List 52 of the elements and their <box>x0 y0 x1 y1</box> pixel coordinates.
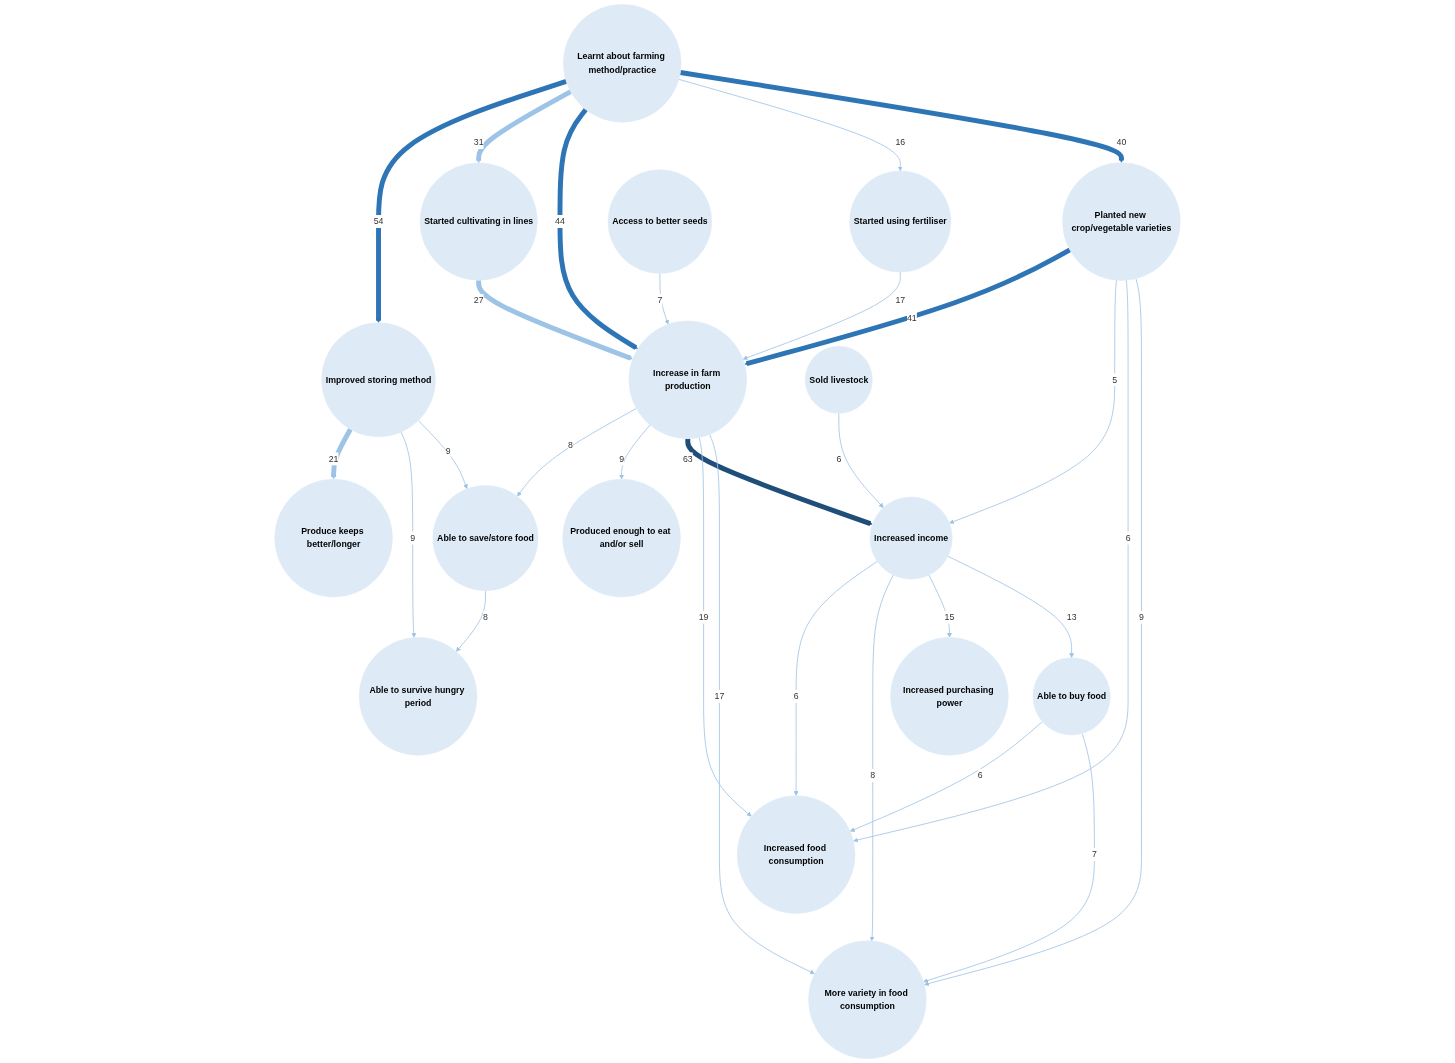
edge-label: 31 <box>473 137 484 147</box>
edge-label: 9 <box>410 533 416 543</box>
arrow <box>376 79 567 324</box>
edge-label: 5 <box>1112 374 1118 385</box>
arrow <box>557 108 638 350</box>
node-circle: Increased purchasing power <box>890 637 1009 756</box>
arrow <box>476 89 572 164</box>
edge-label: 6 <box>793 691 799 701</box>
edge-label: 63 <box>682 454 693 464</box>
arrow <box>331 428 353 480</box>
node-circle: Improved storing method <box>321 322 436 437</box>
edge-label: 9 <box>1139 612 1144 622</box>
edge-label: 8 <box>568 440 573 450</box>
node-circle: Started cultivating in lines <box>419 162 538 281</box>
node-circle: Able to buy food <box>1032 657 1111 736</box>
edge-label: 19 <box>698 612 709 622</box>
edge-label: 16 <box>895 137 906 147</box>
edge-label: 9 <box>445 446 451 456</box>
edge-label: 7 <box>1091 849 1097 859</box>
edge-label: 8 <box>483 612 488 622</box>
node-circle: More variety in food consumption <box>808 940 927 1059</box>
arrow <box>680 70 1124 163</box>
edge-label: 6 <box>977 770 983 780</box>
edge-label: 6 <box>1125 533 1131 543</box>
node-circle: Able to save/store food <box>432 485 539 591</box>
edge-label: 15 <box>944 612 955 622</box>
node-circle: Produced enough to eat and/or sell <box>562 478 681 598</box>
node-circle: Planted new crop/vegetable varieties <box>1062 162 1181 281</box>
node-circle: Increased income <box>869 496 953 580</box>
edge-label: 44 <box>555 216 565 226</box>
node-circle: Learnt about farming method/practice <box>563 4 682 123</box>
edge-label: 41 <box>907 313 917 324</box>
node-circle: Produce keeps better/longer <box>274 478 393 598</box>
edge-label: 7 <box>657 295 663 306</box>
edge-label: 17 <box>895 295 906 306</box>
edge-label: 40 <box>1116 137 1127 147</box>
edge-label: 8 <box>870 770 876 780</box>
arrow <box>685 438 873 526</box>
node-circle: Started using fertiliser <box>849 170 952 273</box>
edge-label: 21 <box>328 454 339 464</box>
node-circle: Able to survive hungry period <box>358 637 478 756</box>
node-circle: Increased food consumption <box>736 795 856 914</box>
node-circle: Access to better seeds <box>607 169 712 274</box>
edge-label: 9 <box>619 454 625 464</box>
node-circle: Increase in farm production <box>628 320 747 439</box>
arrow <box>476 280 633 361</box>
edge-label: 17 <box>714 691 725 701</box>
edge-label: 54 <box>373 216 384 226</box>
node-circle: Sold livestock <box>805 345 873 414</box>
edge-label: 13 <box>1066 612 1077 622</box>
edge-label: 6 <box>836 454 842 464</box>
edge-label: 27 <box>473 295 484 306</box>
